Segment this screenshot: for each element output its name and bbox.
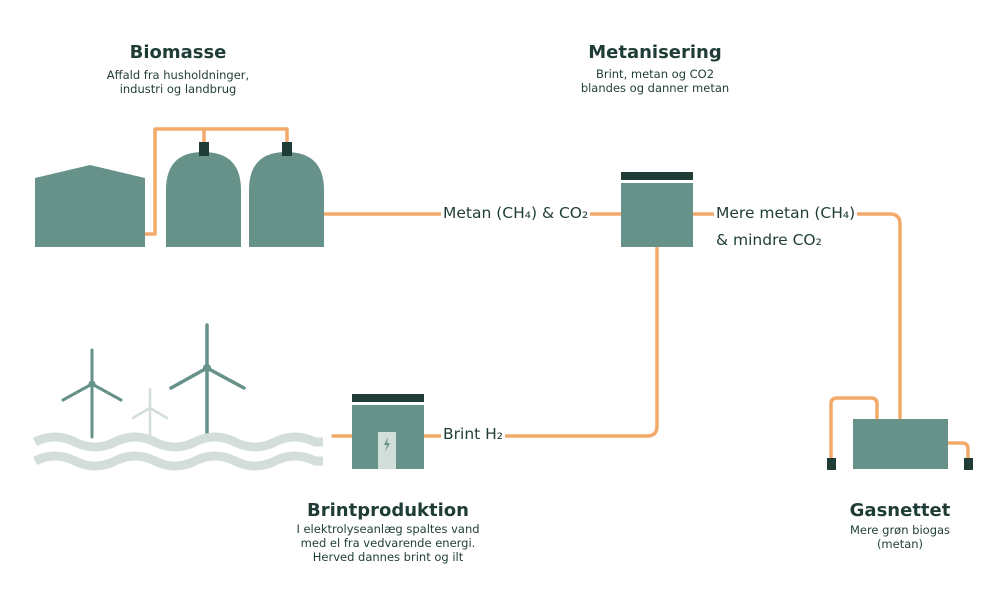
electrolysis-unit xyxy=(352,394,424,469)
gas-grid-outlet-left xyxy=(827,458,836,470)
biomasse-description: Affald fra husholdninger, industri og la… xyxy=(68,68,288,96)
description-line: Brint, metan og CO2 xyxy=(595,67,715,81)
pipe-grid-right xyxy=(945,441,970,460)
tank-valve-right xyxy=(282,142,292,156)
flow-label-hydrogen: Brint H₂ xyxy=(441,425,506,443)
biomass-plant xyxy=(35,142,324,247)
methanation-unit xyxy=(621,172,693,247)
description-line: blandes og danner metan xyxy=(580,81,730,95)
tank-valve-left xyxy=(199,142,209,156)
pipe-grid-left xyxy=(829,396,879,462)
description-line: I elektrolyseanlæg spaltes vand xyxy=(296,522,480,536)
gasnettet-title: Gasnettet xyxy=(849,500,951,521)
sea-waves xyxy=(32,432,323,471)
description-line: Mere grøn biogas xyxy=(849,523,951,537)
wind-turbine-icon xyxy=(131,387,169,441)
biogas-tank-right xyxy=(249,152,324,247)
description-line: Affald fra husholdninger, xyxy=(106,68,250,82)
gasnettet-description: Mere grøn biogas (metan) xyxy=(800,523,1000,551)
methanation-roof xyxy=(621,172,693,180)
pipe-biomass-loop xyxy=(144,127,289,236)
lightning-bolt-icon xyxy=(384,437,390,452)
methanation-body xyxy=(621,183,693,247)
metanisering-description: Brint, metan og CO2 blandes og danner me… xyxy=(545,67,765,95)
electrolysis-roof xyxy=(352,394,424,402)
gas-grid-tank xyxy=(853,419,948,469)
brintproduktion-title: Brintproduktion xyxy=(307,500,469,521)
description-line: Herved dannes brint og ilt xyxy=(312,550,464,564)
wind-farm xyxy=(32,323,323,471)
description-line: med el fra vedvarende energi. xyxy=(300,536,476,550)
biomass-warehouse xyxy=(35,165,145,247)
wind-turbine-icon xyxy=(169,323,246,439)
description-line: industri og landbrug xyxy=(119,82,237,96)
flow-label-more-methane: Mere metan (CH₄) xyxy=(714,204,858,222)
biomasse-title: Biomasse xyxy=(129,42,227,63)
flow-label-less-co2: & mindre CO₂ xyxy=(714,231,824,249)
description-line: (metan) xyxy=(876,537,924,551)
metanisering-title: Metanisering xyxy=(588,42,722,63)
gas-grid-outlet-right xyxy=(964,458,973,470)
wind-turbine-icon xyxy=(61,348,123,439)
brintproduktion-description: I elektrolyseanlæg spaltes vand med el f… xyxy=(268,522,508,564)
gas-grid xyxy=(827,419,973,470)
pipe-methanation-to-grid xyxy=(691,212,902,420)
electrolysis-door xyxy=(378,432,396,469)
biogas-tank-left xyxy=(166,152,241,247)
pipe-hydrogen-to-methanation xyxy=(423,246,659,438)
flow-label-methane-co2: Metan (CH₄) & CO₂ xyxy=(441,204,591,222)
